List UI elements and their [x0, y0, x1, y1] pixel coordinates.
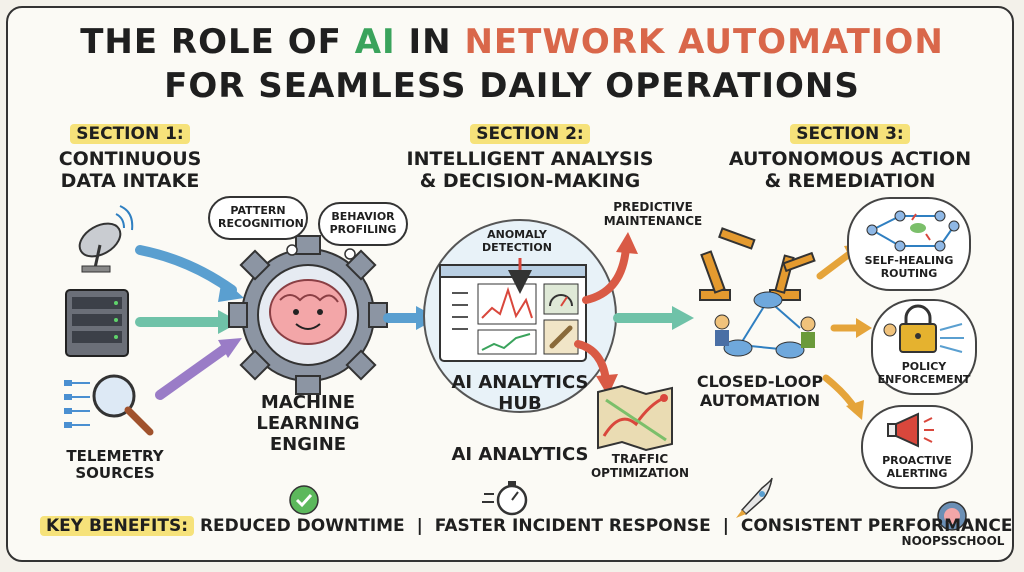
section-2-tag: SECTION 2:	[470, 124, 590, 144]
server-rack-icon	[65, 289, 129, 357]
key-benefits-bar: KEY BENEFITS: REDUCED DOWNTIME | FASTER …	[40, 516, 1012, 536]
title-network-automation: NETWORK AUTOMATION	[464, 22, 944, 62]
lock-icon	[883, 304, 964, 353]
section-3-header: SECTION 3: AUTONOMOUS ACTION& REMEDIATIO…	[728, 124, 972, 192]
ai-analytics-label: AI ANALYTICS	[451, 444, 589, 465]
benefit-reduced-downtime: REDUCED DOWNTIME	[199, 516, 405, 536]
benefit-consistent-performance: CONSISTENT PERFORMANCE	[740, 516, 1013, 536]
arrow-satellite	[135, 245, 237, 295]
checkmark-icon	[289, 485, 319, 515]
robot-arm-icon	[699, 227, 816, 301]
self-healing-routing-icon	[866, 210, 960, 252]
benefit-faster-incident-response: FASTER INCIDENT RESPONSE	[434, 516, 711, 536]
rocket-icon	[736, 477, 773, 518]
section-2-header: SECTION 2: INTELLIGENT ANALYSIS& DECISIO…	[406, 124, 654, 192]
dashboard-monitor-icon	[439, 264, 587, 362]
brand-name: NOOPSSCHOOL	[901, 534, 1005, 548]
arrow-telemetry	[155, 343, 231, 400]
telemetry-magnifier-icon	[64, 374, 154, 436]
title-ai: AI	[354, 22, 396, 62]
satellite-dish-icon	[78, 205, 134, 273]
section-3-tag: SECTION 3:	[790, 124, 910, 144]
section-1-tag: SECTION 1:	[70, 124, 190, 144]
ml-engine-gear-icon	[228, 235, 388, 395]
noopsschool-logo-icon	[937, 501, 967, 531]
title-line-2: FOR SEAMLESS DAILY OPERATIONS	[164, 66, 860, 106]
title-line-1: THE ROLE OF AI IN NETWORK AUTOMATION	[80, 22, 944, 62]
stopwatch-icon	[482, 481, 528, 516]
key-benefits-label: KEY BENEFITS:	[40, 516, 195, 536]
closed-loop-network-icon	[714, 291, 816, 359]
megaphone-icon	[887, 412, 934, 448]
traffic-map-icon	[597, 384, 673, 452]
